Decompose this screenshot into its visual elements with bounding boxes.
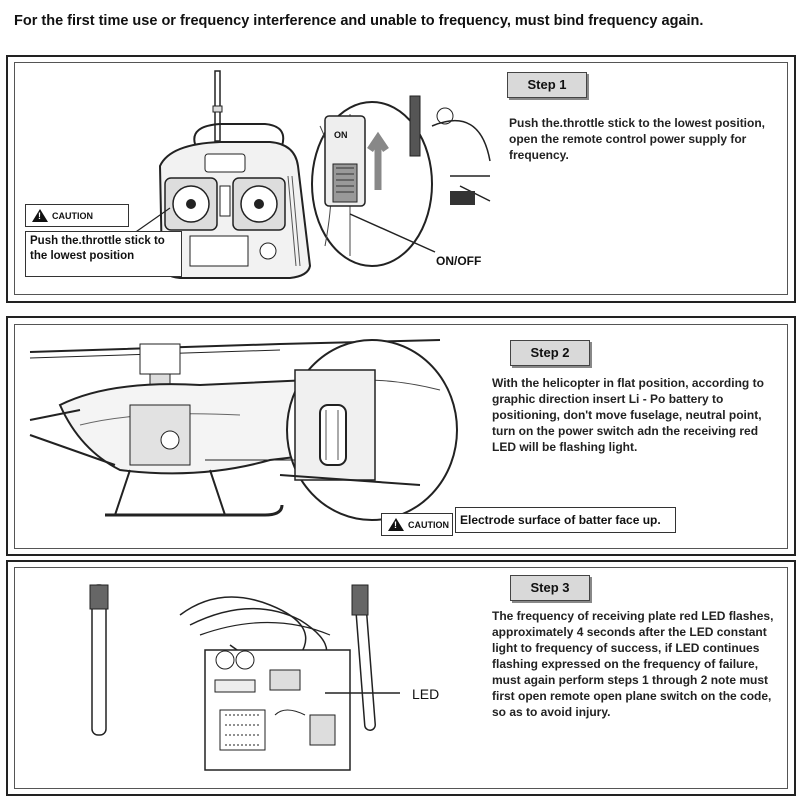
helicopter-illustration — [29, 339, 458, 521]
step2-badge: Step 2 — [510, 340, 590, 366]
on-off-label: ON/OFF — [436, 254, 482, 268]
step1-inner-frame — [14, 62, 788, 295]
step1-callout: Push the.throttle stick to the lowest po… — [25, 231, 182, 277]
step3-inner-frame — [14, 567, 788, 789]
step1-badge: Step 1 — [507, 72, 587, 98]
step2-text: With the helicopter in flat position, ac… — [492, 376, 764, 454]
step2-callout: Electrode surface of batter face up. — [455, 507, 676, 533]
step1-caution-badge: CAUTION — [25, 204, 129, 227]
warning-icon — [388, 518, 404, 531]
warning-icon — [32, 209, 48, 222]
step3-badge: Step 3 — [510, 575, 590, 601]
caution-text: CAUTION — [408, 519, 449, 530]
page-header: For the first time use or frequency inte… — [14, 13, 704, 29]
switch-on-text: ON — [334, 130, 348, 140]
led-label: LED — [412, 686, 440, 702]
step2-caution-badge: CAUTION — [381, 513, 453, 536]
caution-text: CAUTION — [52, 210, 93, 221]
receiver-board-illustration — [89, 584, 400, 771]
step3-panel — [6, 560, 796, 796]
step1-text: Push the.throttle stick to the lowest po… — [509, 116, 766, 162]
step2-inner-frame — [14, 324, 788, 549]
step3-text: The frequency of receiving plate red LED… — [492, 609, 774, 719]
